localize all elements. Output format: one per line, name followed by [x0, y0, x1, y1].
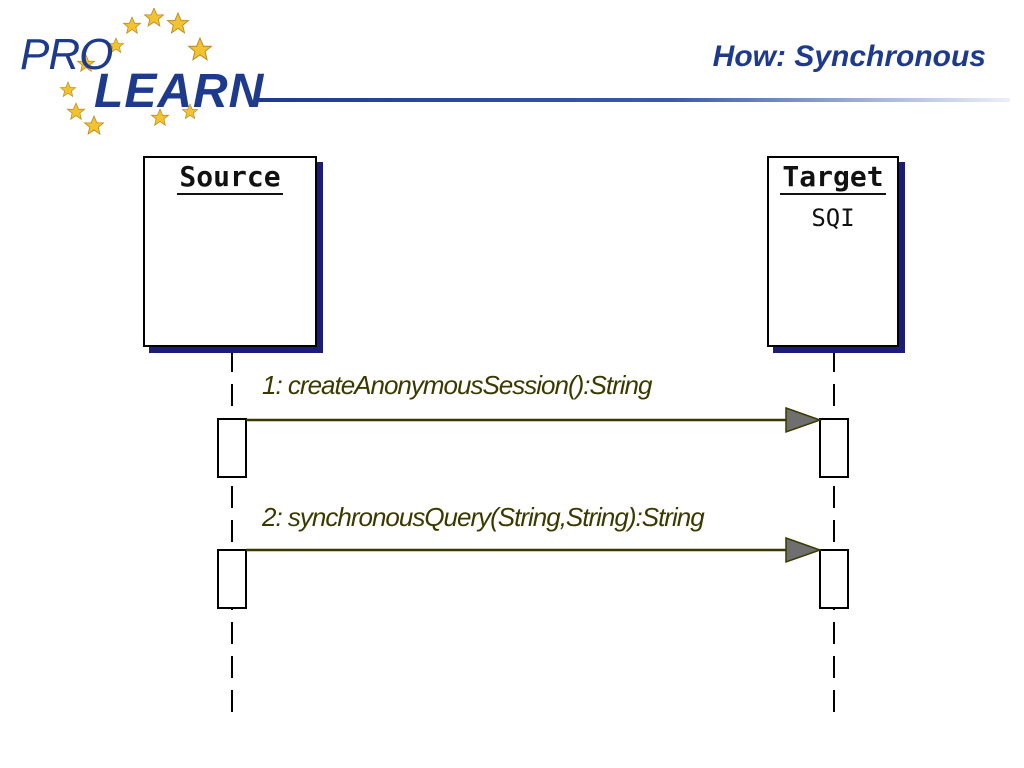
source-lifeline-head: Source	[143, 156, 317, 347]
logo-text-pro: PRO	[20, 30, 113, 79]
message-2-arrowhead	[785, 536, 823, 564]
source-activation-2	[217, 549, 247, 609]
prolearn-logo: PRO LEARN	[14, 8, 274, 138]
target-lifeline-head: Target SQI	[767, 156, 899, 347]
target-name: Target	[780, 160, 886, 195]
target-activation-1	[819, 418, 849, 478]
source-activation-1	[217, 418, 247, 478]
target-type: SQI	[811, 204, 855, 232]
message-2-label: 2: synchronousQuery(String,String):Strin…	[262, 502, 705, 532]
title-underline-rule	[258, 98, 1010, 102]
target-activation-2	[819, 549, 849, 609]
message-1-arrowhead	[785, 406, 823, 434]
source-name: Source	[177, 160, 283, 195]
slide-title: How: Synchronous	[712, 40, 986, 73]
message-1-label: 1: createAnonymousSession():String	[262, 370, 652, 400]
logo-text-learn: LEARN	[94, 65, 265, 118]
